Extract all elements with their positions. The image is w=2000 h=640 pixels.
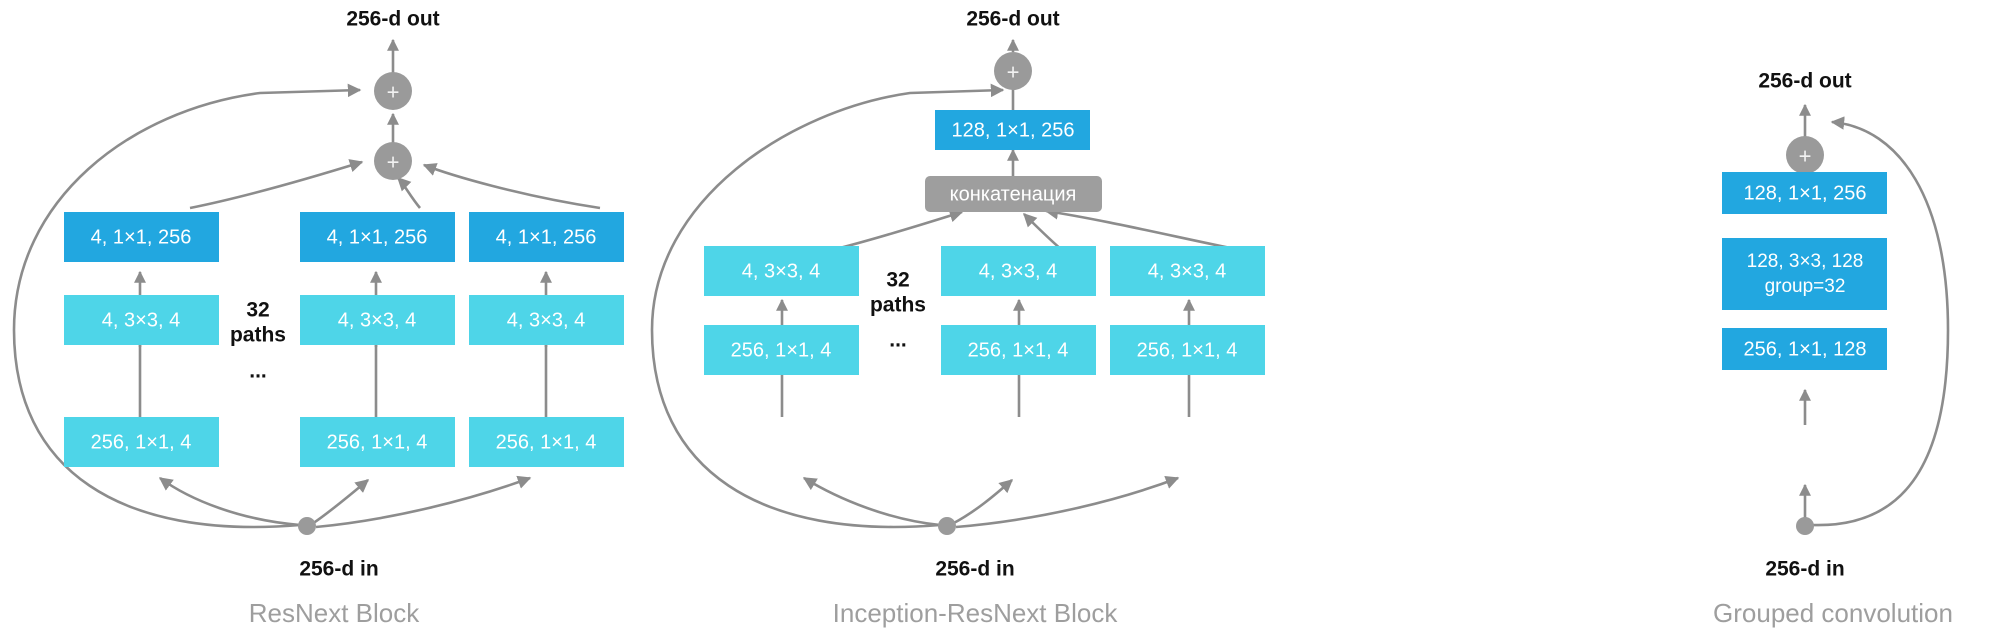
input-label-2: 256-d in [935, 558, 1014, 581]
panel-caption-3: Grouped convolution [1713, 598, 1953, 628]
edge-skip-connection-2 [650, 83, 1005, 529]
adder-symbol-2: + [1007, 60, 1020, 85]
edge-skip-connection-3 [1811, 116, 1950, 527]
grouped-box-middle-label-line1: 128, 3×3, 128 [1747, 251, 1864, 272]
conv-box-top-col1-label: 4, 1×1, 256 [91, 226, 192, 248]
edge-split-to-col2 [311, 479, 370, 526]
adder-node-upper [374, 72, 412, 110]
output-label: 256-d out [346, 8, 439, 31]
paths-ellipsis-2: ... [889, 329, 907, 352]
input-label: 256-d in [299, 558, 378, 581]
panel-caption-2: Inception-ResNext Block [833, 598, 1119, 628]
conv-box-middle-col1-label: 4, 3×3, 4 [102, 309, 180, 331]
conv-box-middle-col3-2[interactable] [1110, 246, 1265, 296]
edge-col1-top-to-adder [189, 159, 364, 210]
edge-col2-top-to-adder [397, 177, 421, 209]
conv-box-bottom-col2-2[interactable] [941, 325, 1096, 375]
conv-box-bottom-col3-2[interactable] [1110, 325, 1265, 375]
adder-lower-symbol: + [387, 150, 400, 175]
paths-word-2: paths [870, 294, 926, 317]
edge-skip-connection [12, 83, 362, 529]
paths-count: 32 [246, 299, 269, 322]
edge-col2-to-concat [1023, 213, 1063, 251]
conv-box-bottom-col2-2-label: 256, 1×1, 4 [968, 339, 1069, 361]
edge-split-to-col1-2 [802, 476, 941, 527]
input-label-3: 256-d in [1765, 558, 1844, 581]
conv-box-top-col2[interactable] [300, 212, 455, 262]
projection-box-label: 128, 1×1, 256 [952, 119, 1075, 141]
conv-box-bottom-col3[interactable] [469, 417, 624, 467]
conv-box-bottom-col2[interactable] [300, 417, 455, 467]
edge-col3-to-concat [1044, 206, 1241, 252]
conv-box-bottom-col3-label: 256, 1×1, 4 [496, 431, 597, 453]
concat-box-label: конкатенация [950, 183, 1077, 205]
conv-box-middle-col1[interactable] [64, 295, 219, 345]
conv-box-bottom-col1-2[interactable] [704, 325, 859, 375]
split-node [298, 517, 316, 535]
conv-box-middle-col1-2-label: 4, 3×3, 4 [742, 260, 820, 282]
adder-node-2 [994, 52, 1032, 90]
split-node-3 [1796, 517, 1814, 535]
adder-symbol-3: + [1799, 144, 1812, 169]
panel-resnext: + + 4, 1×1, 256 4, 3×3, 4 256, 1×1, 4 4,… [12, 8, 624, 628]
conv-box-bottom-col1-2-label: 256, 1×1, 4 [731, 339, 832, 361]
adder-node-lower [374, 142, 412, 180]
edge-split-to-col3-2 [955, 475, 1180, 529]
conv-box-middle-col3[interactable] [469, 295, 624, 345]
grouped-box-bottom[interactable] [1722, 328, 1887, 370]
conv-box-bottom-col2-label: 256, 1×1, 4 [327, 431, 428, 453]
paths-count-2: 32 [886, 269, 909, 292]
conv-box-bottom-col1[interactable] [64, 417, 219, 467]
concat-box[interactable] [925, 176, 1102, 212]
conv-box-middle-col2-2[interactable] [941, 246, 1096, 296]
paths-ellipsis: ... [249, 360, 267, 383]
conv-box-top-col1[interactable] [64, 212, 219, 262]
edge-col1-to-concat [831, 209, 964, 252]
output-label-3: 256-d out [1758, 70, 1851, 93]
grouped-box-top-label: 128, 1×1, 256 [1744, 182, 1867, 204]
conv-box-middle-col2[interactable] [300, 295, 455, 345]
conv-box-middle-col3-label: 4, 3×3, 4 [507, 309, 585, 331]
panel-inception-resnext: + 128, 1×1, 256 конкатенация 4, 3×3, 4 2… [650, 8, 1265, 628]
conv-box-middle-col3-2-label: 4, 3×3, 4 [1148, 260, 1226, 282]
paths-word: paths [230, 324, 286, 347]
projection-box[interactable] [935, 110, 1090, 150]
adder-upper-symbol: + [387, 80, 400, 105]
edge-split-to-col3 [315, 475, 532, 529]
grouped-box-top[interactable] [1722, 172, 1887, 214]
adder-node-3 [1786, 136, 1824, 174]
edge-split-to-col2-2 [951, 479, 1014, 526]
conv-box-bottom-col3-2-label: 256, 1×1, 4 [1137, 339, 1238, 361]
conv-box-middle-col2-label: 4, 3×3, 4 [338, 309, 416, 331]
output-label-2: 256-d out [966, 8, 1059, 31]
conv-box-middle-col1-2[interactable] [704, 246, 859, 296]
conv-box-top-col3-label: 4, 1×1, 256 [496, 226, 597, 248]
conv-box-top-col2-label: 4, 1×1, 256 [327, 226, 428, 248]
conv-box-bottom-col1-label: 256, 1×1, 4 [91, 431, 192, 453]
edge-split-to-col1 [158, 476, 301, 527]
split-node-2 [938, 517, 956, 535]
panel-grouped-convolution: + 128, 1×1, 256 128, 3×3, 128 group=32 2… [1713, 70, 1953, 628]
conv-box-top-col3[interactable] [469, 212, 624, 262]
panel-caption: ResNext Block [249, 598, 420, 628]
grouped-box-middle-label-line2: group=32 [1765, 276, 1846, 297]
grouped-box-bottom-label: 256, 1×1, 128 [1744, 338, 1867, 360]
edge-col3-top-to-adder [422, 163, 601, 210]
conv-box-middle-col2-2-label: 4, 3×3, 4 [979, 260, 1057, 282]
grouped-box-middle[interactable] [1722, 238, 1887, 310]
